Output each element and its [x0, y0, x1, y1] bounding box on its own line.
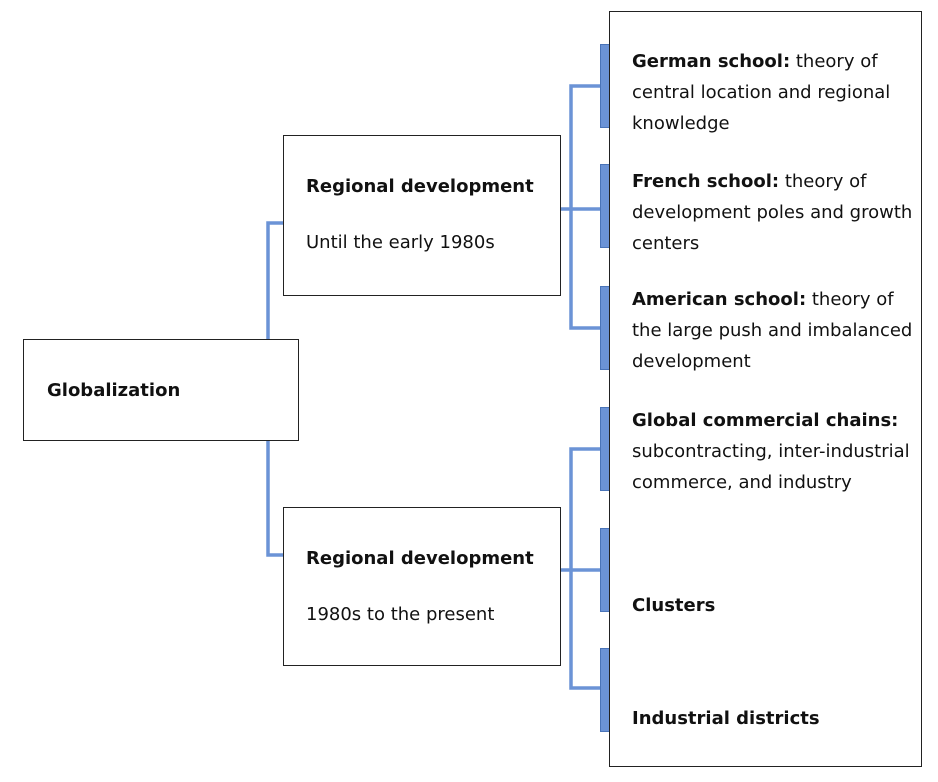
- item-name: French school:: [632, 171, 780, 192]
- connector-root-branch2: [266, 441, 283, 557]
- item-name: German school:: [632, 51, 791, 72]
- item-desc: theory of central location and regional …: [632, 51, 891, 134]
- connector-branch2-low: [569, 570, 600, 690]
- connector-branch1-items: [561, 84, 600, 211]
- item-name: Global commercial chains:: [632, 410, 899, 431]
- connector-root-branch1: [266, 221, 283, 339]
- branch-node-until-1980s: Regional development Until the early 198…: [283, 135, 561, 296]
- globalization-node: Globalization: [23, 339, 299, 441]
- item-industrial-districts: Industrial districts: [632, 703, 914, 734]
- item-clusters: Clusters: [632, 590, 914, 621]
- item-french-school: French school: theory of development pol…: [632, 166, 914, 259]
- node-label: Globalization: [47, 380, 181, 401]
- item-desc: theory of the large push and imbalanced …: [632, 289, 913, 372]
- branch-title: Regional development: [306, 176, 534, 197]
- branch-node-1980s-present: Regional development 1980s to the presen…: [283, 507, 561, 666]
- theories-panel: German school: theory of central locatio…: [609, 11, 922, 767]
- branch-period: Until the early 1980s: [306, 232, 495, 253]
- item-name: Clusters: [632, 595, 716, 616]
- branch-title: Regional development: [306, 548, 534, 569]
- item-american-school: American school: theory of the large pus…: [632, 284, 914, 377]
- item-name: Industrial districts: [632, 708, 820, 729]
- item-desc: subcontracting, inter-industrial commerc…: [632, 441, 910, 493]
- connector-branch1-low: [569, 209, 600, 330]
- branch-period: 1980s to the present: [306, 604, 495, 625]
- item-global-commercial-chains: Global commercial chains: subcontracting…: [632, 405, 914, 498]
- connector-branch2-items: [561, 447, 600, 572]
- item-desc: theory of development poles and growth c…: [632, 171, 913, 254]
- item-name: American school:: [632, 289, 807, 310]
- item-german-school: German school: theory of central locatio…: [632, 46, 914, 139]
